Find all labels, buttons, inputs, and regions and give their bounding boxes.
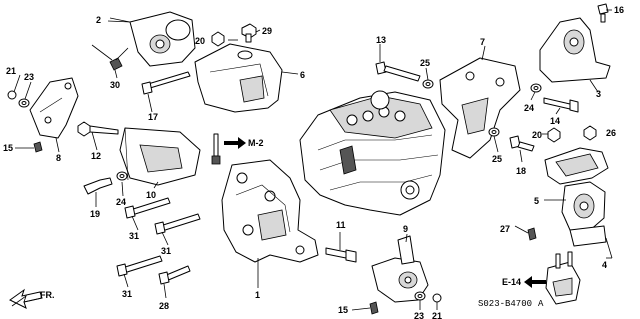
part-2-mount bbox=[109, 11, 196, 67]
label-24-left: 24 bbox=[116, 197, 126, 207]
label-6: 6 bbox=[300, 70, 305, 80]
bolt-15-left bbox=[33, 141, 43, 153]
bolt-14 bbox=[543, 97, 579, 113]
bolt-31-c bbox=[116, 255, 163, 277]
washer-25-top bbox=[422, 79, 434, 89]
label-24-right: 24 bbox=[524, 103, 534, 113]
label-25-bottom: 25 bbox=[492, 154, 502, 164]
bolt-21-left bbox=[7, 90, 17, 100]
part-3-mount bbox=[539, 17, 611, 83]
part-4-assembly bbox=[544, 147, 609, 185]
diagram-code: S023-B4700 bbox=[478, 299, 532, 309]
label-19: 19 bbox=[90, 209, 100, 219]
label-12: 12 bbox=[91, 151, 101, 161]
diagram-code-suffix: A bbox=[538, 299, 544, 309]
label-31-b: 31 bbox=[161, 246, 171, 256]
label-7: 7 bbox=[480, 37, 485, 47]
e14-bracket bbox=[545, 251, 581, 305]
washer-25-bottom bbox=[488, 127, 500, 137]
part-5-mount bbox=[561, 181, 607, 247]
ref-front: FR. bbox=[40, 290, 55, 300]
label-31-a: 31 bbox=[129, 231, 139, 241]
label-28: 28 bbox=[159, 301, 169, 311]
label-13: 13 bbox=[376, 35, 386, 45]
label-16: 16 bbox=[614, 5, 624, 15]
bolt-30 bbox=[91, 44, 129, 71]
label-14: 14 bbox=[550, 116, 560, 126]
leader-lines bbox=[13, 9, 613, 311]
bolt-21-bottom bbox=[432, 293, 442, 303]
washer-24-left bbox=[116, 171, 128, 181]
part-10-bracket bbox=[119, 127, 201, 186]
bolt-16 bbox=[597, 3, 609, 23]
label-20-right: 20 bbox=[532, 130, 542, 140]
bolt-12 bbox=[77, 121, 119, 137]
bolt-29 bbox=[241, 23, 257, 43]
label-30: 30 bbox=[110, 80, 120, 90]
ref-m2: M-2 bbox=[248, 138, 264, 148]
label-23-bottom: 23 bbox=[414, 311, 424, 319]
part-labels: 2 30 20 29 6 17 21 23 15 8 12 10 19 24 3… bbox=[3, 5, 624, 319]
part-8-bracket bbox=[29, 77, 79, 139]
e14-arrow bbox=[524, 276, 546, 288]
nut-26 bbox=[583, 125, 597, 141]
label-3: 3 bbox=[596, 89, 601, 99]
front-arrow bbox=[9, 288, 43, 309]
bolt-31-b bbox=[154, 213, 201, 235]
label-31-c: 31 bbox=[122, 289, 132, 299]
ref-e14: E-14 bbox=[502, 277, 521, 287]
m2-arrow bbox=[224, 137, 246, 149]
label-18: 18 bbox=[516, 166, 526, 176]
label-11: 11 bbox=[336, 220, 346, 230]
bolt-20-top bbox=[211, 31, 225, 47]
bolt-28 bbox=[158, 265, 191, 285]
bolt-17 bbox=[141, 71, 191, 95]
label-29: 29 bbox=[262, 26, 272, 36]
label-27: 27 bbox=[500, 224, 510, 234]
label-9: 9 bbox=[403, 224, 408, 234]
washer-24-right bbox=[530, 83, 542, 93]
label-25-top: 25 bbox=[420, 58, 430, 68]
label-10: 10 bbox=[146, 190, 156, 200]
label-23-left: 23 bbox=[24, 72, 34, 82]
bolt-m2 bbox=[211, 133, 221, 165]
label-8: 8 bbox=[56, 153, 61, 163]
label-5: 5 bbox=[534, 196, 539, 206]
bolt-27 bbox=[527, 227, 537, 241]
washer-23-bottom bbox=[414, 291, 426, 301]
bolt-11 bbox=[325, 247, 357, 263]
label-20-top: 20 bbox=[195, 36, 205, 46]
bolt-15-bottom bbox=[369, 301, 379, 315]
engine-block bbox=[299, 90, 446, 216]
part-1-bracket bbox=[221, 159, 319, 263]
washer-23-left bbox=[18, 98, 30, 108]
bolt-31-a bbox=[124, 197, 171, 219]
bolt-20-right bbox=[547, 127, 561, 143]
label-1: 1 bbox=[255, 290, 260, 300]
label-21-bottom: 21 bbox=[432, 311, 442, 319]
label-4: 4 bbox=[602, 260, 607, 270]
label-21-left: 21 bbox=[6, 66, 16, 76]
label-15-bottom: 15 bbox=[338, 305, 348, 315]
bolt-18 bbox=[509, 135, 535, 152]
bolt-19 bbox=[83, 177, 113, 195]
label-26: 26 bbox=[606, 128, 616, 138]
part-7-bracket bbox=[439, 45, 521, 159]
label-15-left: 15 bbox=[3, 143, 13, 153]
bolt-13 bbox=[375, 61, 421, 82]
label-17: 17 bbox=[148, 112, 158, 122]
label-2: 2 bbox=[96, 15, 101, 25]
part-6-bracket bbox=[194, 43, 299, 113]
